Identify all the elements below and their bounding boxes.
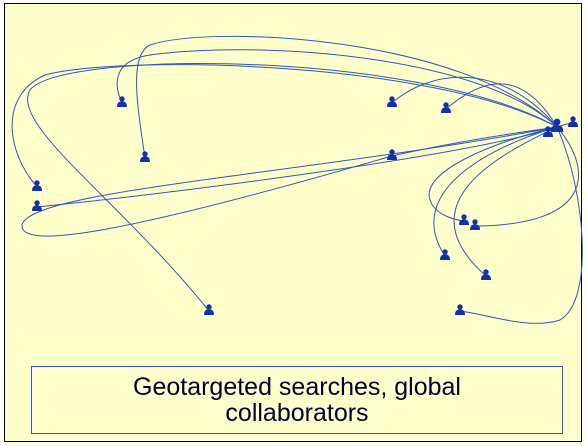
collaboration-link [391,126,558,157]
person-icon [459,214,469,225]
person-icon [387,149,397,160]
person-icon [32,200,42,211]
person-icon [387,96,397,107]
collaboration-link [459,126,583,324]
caption-text: Geotargeted searches, global collaborato… [133,373,461,427]
collaboration-link [36,126,558,208]
collaboration-link [453,126,558,277]
caption-box: Geotargeted searches, global collaborato… [31,366,563,434]
person-icon [550,118,564,132]
person-icon [117,96,127,107]
person-icon [32,180,42,191]
collaboration-link [391,76,558,128]
collaboration-link [428,126,558,222]
person-icon [455,304,465,315]
collaboration-link [474,126,580,227]
person-icon [470,219,480,230]
person-icon [440,249,450,260]
person-icon [140,151,150,162]
person-icon [441,102,451,113]
collaboration-link [21,126,558,237]
collaboration-link [27,63,558,312]
collaboration-link [136,35,558,159]
collaboration-link [116,49,558,128]
person-icon [568,116,578,127]
person-icon [481,269,491,280]
collaboration-link [445,83,558,128]
collaboration-link [433,126,558,257]
person-icon [543,126,553,137]
collaboration-link [11,64,558,188]
person-icon [204,304,214,315]
